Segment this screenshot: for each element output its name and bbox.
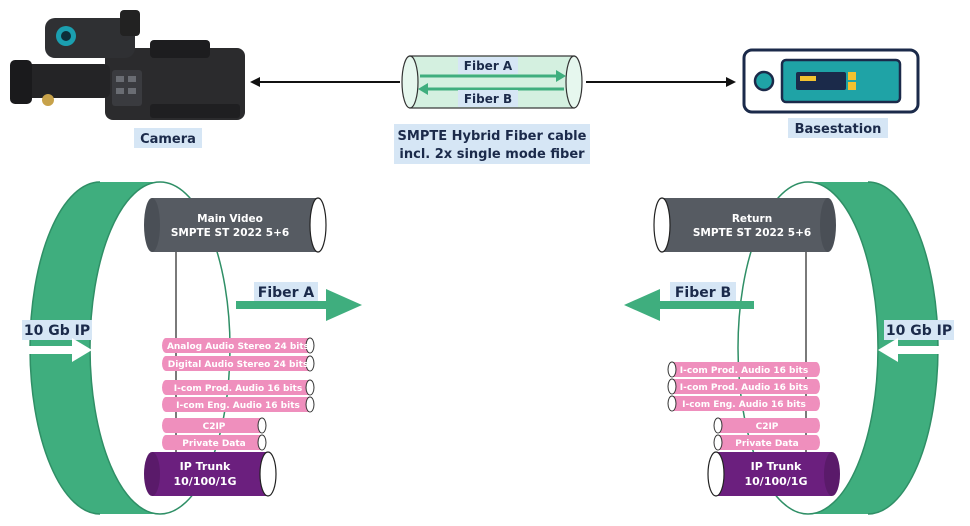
right-trunk-line2: 10/100/1G	[745, 475, 808, 488]
basestation-label-bg	[788, 118, 888, 138]
cable-fiber-a-label: Fiber A	[464, 59, 513, 73]
right-channel-label: C2IP	[756, 422, 779, 432]
right-channel-label: I-com Prod. Audio 16 bits	[680, 383, 808, 393]
right-channel-3: I-com Eng. Audio 16 bits	[667, 395, 820, 412]
cable-caption-line1: SMPTE Hybrid Fiber cable	[398, 129, 587, 144]
right-video-line2: SMPTE ST 2022 5+6	[693, 227, 811, 239]
left-video-line1: Main Video	[197, 213, 263, 225]
right-video-cylinder	[653, 197, 836, 253]
left-channel-label: Analog Audio Stereo 24 bits	[167, 342, 309, 352]
left-channel-label: I-com Eng. Audio 16 bits	[176, 401, 300, 411]
cable-caption-line2: incl. 2x single mode fiber	[399, 147, 585, 162]
fiber-b-arrow	[624, 289, 754, 321]
cable-fiber-b-label: Fiber B	[464, 92, 512, 106]
right-channel-2: I-com Prod. Audio 16 bits	[667, 378, 820, 395]
left-video-line2: SMPTE ST 2022 5+6	[171, 227, 289, 239]
fiber-a-arrow	[236, 289, 362, 321]
right-channel-5: Private Data	[713, 434, 820, 451]
left-ip-label-bg	[22, 320, 92, 340]
right-channel-4: C2IP	[713, 417, 820, 434]
left-ip-label: 10 Gb IP	[24, 323, 90, 339]
left-channel-label: C2IP	[203, 422, 226, 432]
right-channel-label: Private Data	[735, 439, 799, 449]
left-channel-label: Private Data	[182, 439, 246, 449]
left-fiber-label: Fiber A	[258, 285, 315, 301]
right-fiber-label: Fiber B	[675, 285, 731, 301]
cable-fiber-a-bg	[458, 57, 518, 74]
right-trunk-line1: IP Trunk	[751, 460, 802, 473]
left-channel-label: Digital Audio Stereo 24 bits	[168, 360, 308, 370]
left-ip-trunk-cylinder	[144, 451, 277, 497]
left-channel-2: Digital Audio Stereo 24 bits	[162, 355, 315, 372]
basestation-illustration	[742, 48, 920, 114]
camera-illustration	[10, 10, 245, 120]
left-channel-label: I-com Prod. Audio 16 bits	[174, 384, 302, 394]
right-video-line1: Return	[732, 213, 772, 225]
cable-fiber-b-bg	[458, 90, 518, 107]
right-channel-label: I-com Prod. Audio 16 bits	[680, 366, 808, 376]
left-ip-arrow	[24, 338, 92, 362]
right-fiber-label-bg	[670, 282, 736, 302]
right-channel-label: I-com Eng. Audio 16 bits	[682, 400, 806, 410]
camera-label-bg	[134, 128, 202, 148]
right-ip-arrow	[878, 338, 946, 362]
right-channel-1: I-com Prod. Audio 16 bits	[667, 361, 820, 378]
basestation-label: Basestation	[795, 122, 882, 137]
left-video-cylinder	[144, 197, 327, 253]
left-channel-5: C2IP	[162, 417, 267, 434]
left-channel-6: Private Data	[162, 434, 267, 451]
left-channel-1: Analog Audio Stereo 24 bits	[162, 337, 315, 354]
camera-label: Camera	[140, 132, 196, 147]
right-ip-label-bg	[884, 320, 954, 340]
left-trunk-line2: 10/100/1G	[174, 475, 237, 488]
left-channel-3: I-com Prod. Audio 16 bits	[162, 379, 315, 396]
right-ip-label: 10 Gb IP	[886, 323, 952, 339]
left-fiber-label-bg	[254, 282, 318, 302]
right-ip-trunk-cylinder	[707, 451, 840, 497]
left-channel-4: I-com Eng. Audio 16 bits	[162, 396, 315, 413]
left-trunk-line1: IP Trunk	[180, 460, 231, 473]
cable-caption-bg	[394, 124, 590, 164]
